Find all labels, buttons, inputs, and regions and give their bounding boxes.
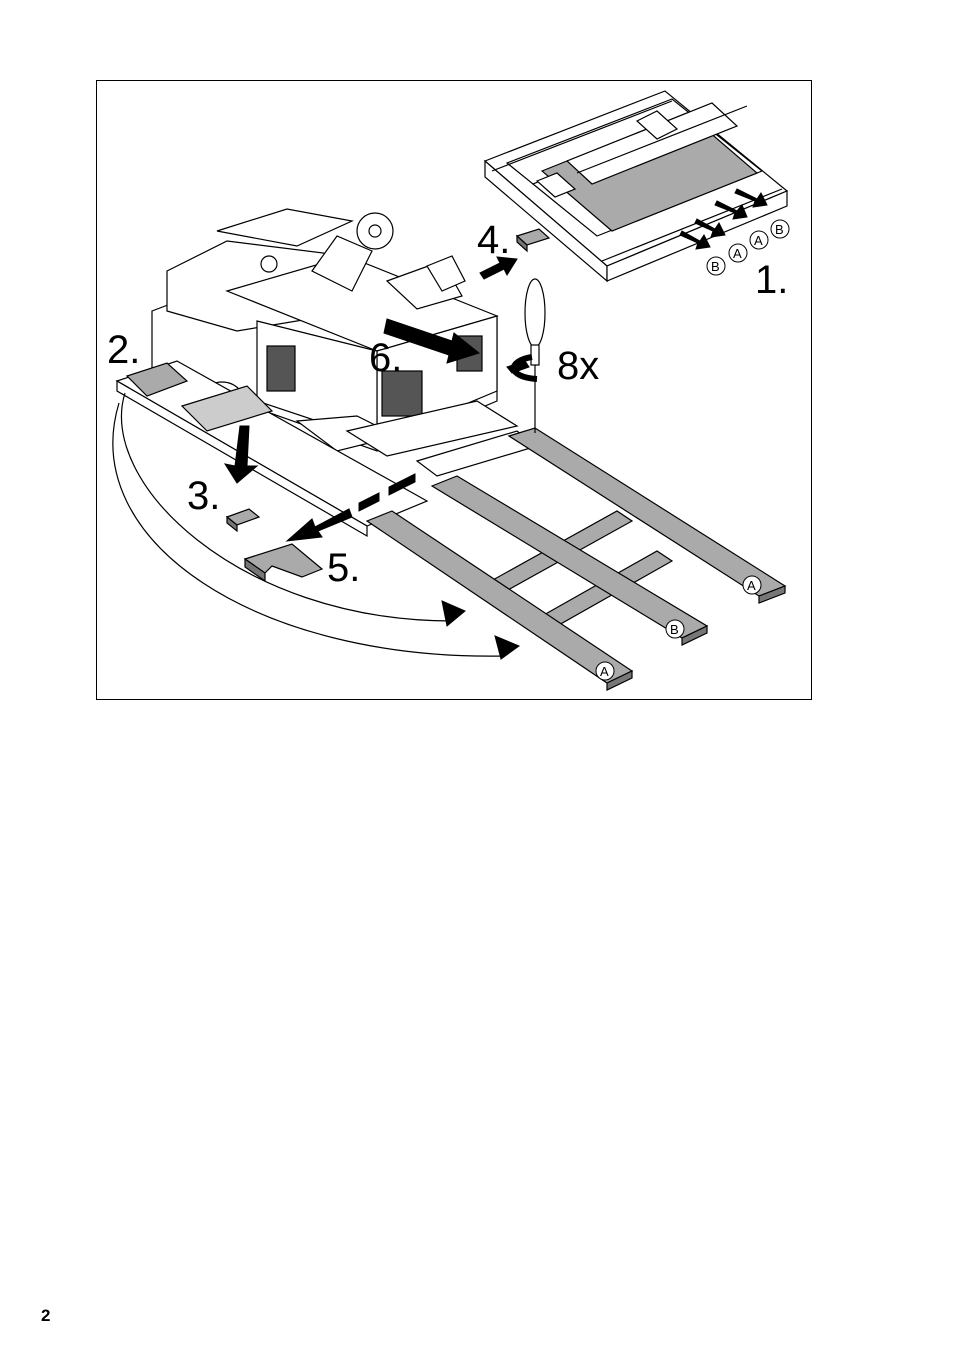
step-1-label: 1. xyxy=(755,258,788,302)
ramp-label-right: A xyxy=(747,578,756,593)
step-6-label: 6. xyxy=(369,336,402,380)
ramp-label-middle: B xyxy=(670,622,679,637)
illustration-svg: 1. 2. 3. 4. 5. 6. 8x A B A B A A B xyxy=(97,81,813,701)
step-5-label: 5. xyxy=(327,546,360,590)
crate-label-3: A xyxy=(754,233,763,248)
page-number: 2 xyxy=(41,1306,50,1326)
crate-label-4: B xyxy=(775,222,784,237)
arc-arrowhead-1 xyxy=(442,601,465,626)
unpacking-illustration: 1. 2. 3. 4. 5. 6. 8x A B A B A A B xyxy=(96,80,812,700)
arrow-step5 xyxy=(287,509,352,541)
ramp-label-left: A xyxy=(600,664,609,679)
crate-label-2: A xyxy=(733,246,742,261)
screw-count-label: 8x xyxy=(557,344,599,388)
step-2-label: 2. xyxy=(107,328,140,372)
step-3-label: 3. xyxy=(187,474,220,518)
crate-label-1: B xyxy=(711,259,720,274)
step-4-label: 4. xyxy=(477,218,510,262)
